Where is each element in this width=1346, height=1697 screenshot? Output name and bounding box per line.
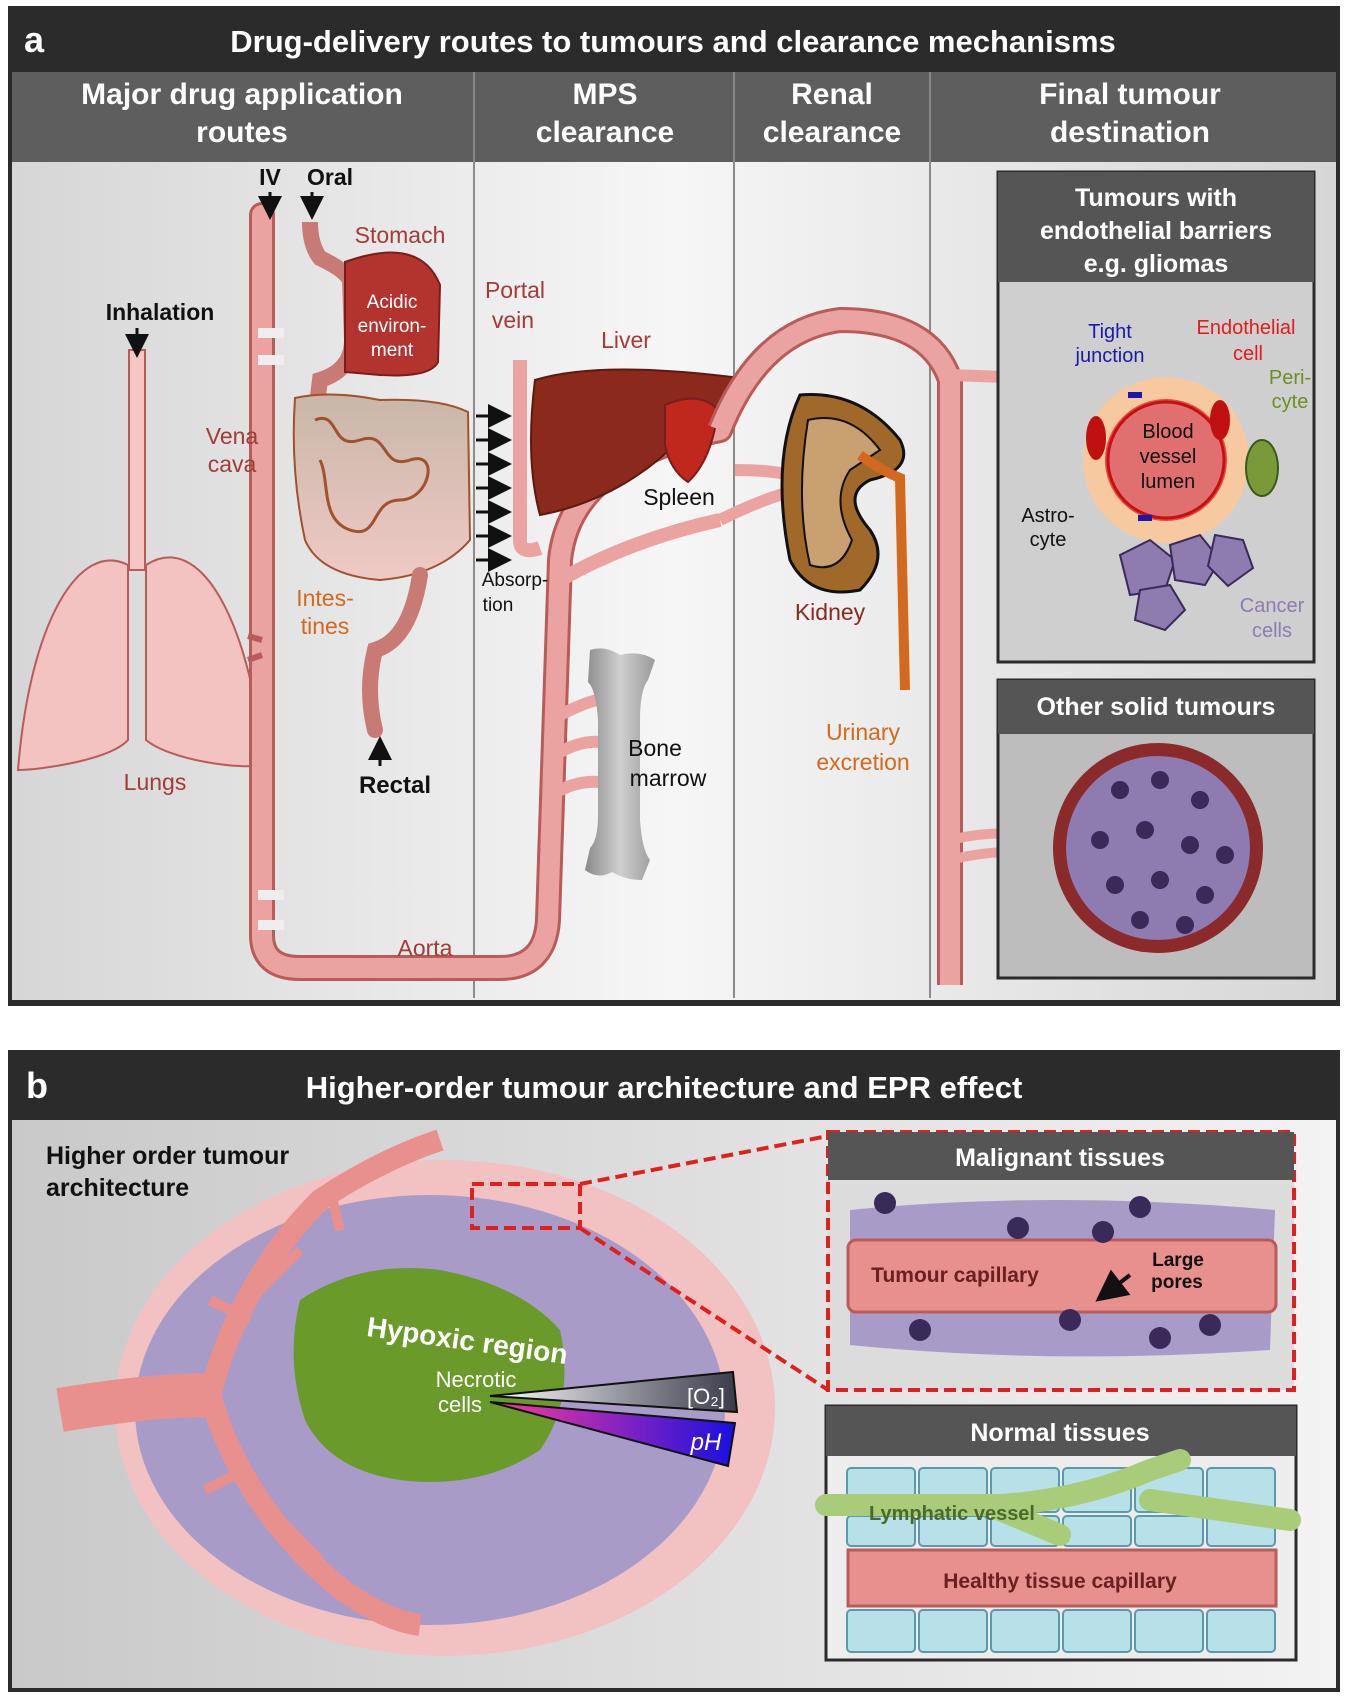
label-portal-2: vein: [492, 307, 534, 333]
label-endo-1: Endothelial: [1197, 317, 1296, 339]
label-acidic-2: environ-: [358, 316, 427, 337]
route-inhalation: Inhalation: [106, 299, 215, 325]
route-rectal: Rectal: [359, 772, 431, 799]
ph-gradient-wedge: [489, 1401, 737, 1468]
label-o2: [O₂]: [687, 1384, 725, 1409]
header-mps-2: clearance: [536, 116, 674, 149]
panel-a-title: Drug-delivery routes to tumours and clea…: [230, 24, 1116, 59]
portal-vein-vessel: [513, 360, 543, 558]
label-lungs: Lungs: [124, 769, 187, 795]
label-liver: Liver: [601, 327, 651, 353]
label-pores-1: Large: [1152, 1250, 1204, 1271]
normal-tissues-box: [815, 1404, 1301, 1662]
label-vena-2: cava: [208, 451, 257, 477]
panel-b-letter: b: [26, 1065, 48, 1106]
label-necrotic-2: cells: [438, 1392, 482, 1417]
label-endo-2: cell: [1233, 343, 1263, 365]
header-renal-2: clearance: [763, 116, 901, 149]
absorption-arrows: [476, 404, 512, 572]
label-absorption-1: Absorp-: [482, 570, 549, 591]
label-absorption-2: tion: [483, 595, 514, 616]
label-lumen-2: vessel: [1140, 446, 1197, 468]
label-urinary-1: Urinary: [826, 719, 901, 745]
other-tumours-title: Other solid tumours: [1037, 693, 1276, 721]
panel-a: a Drug-delivery routes to tumours and cl…: [8, 6, 1340, 1006]
route-oral: Oral: [307, 164, 353, 190]
zoom-marquee: [470, 1182, 582, 1230]
label-arch-1: Higher order tumour: [46, 1142, 289, 1170]
label-lymphatic: Lymphatic vessel: [869, 1503, 1035, 1525]
kidney-illustration: [780, 393, 910, 691]
label-tumour-capillary: Tumour capillary: [871, 1264, 1039, 1287]
label-pores-2: pores: [1151, 1272, 1203, 1293]
label-cancer-1: Cancer: [1240, 595, 1305, 617]
tumour-mass-illustration: [56, 1129, 775, 1656]
label-ph: pH: [690, 1429, 722, 1456]
label-aorta: Aorta: [398, 935, 453, 961]
lungs-illustration: [16, 349, 266, 772]
label-lumen-1: Blood: [1142, 421, 1193, 443]
panel-a-letter: a: [24, 19, 45, 60]
label-spleen: Spleen: [643, 484, 715, 510]
header-routes-2: routes: [196, 116, 288, 149]
label-tight-2: junction: [1075, 345, 1145, 367]
label-bone-1: Bone: [628, 735, 682, 761]
hypoxic-region: [293, 1268, 565, 1482]
label-peri-1: Peri-: [1269, 367, 1311, 389]
label-astro-2: cyte: [1030, 529, 1067, 551]
digestive-tract: [292, 221, 472, 738]
liver-illustration: [530, 368, 742, 517]
header-renal-1: Renal: [791, 78, 873, 111]
o2-gradient-wedge: [489, 1370, 739, 1414]
zoom-line-bottom: [578, 1226, 830, 1392]
panel-b: b Higher-order tumour architecture and E…: [8, 1050, 1340, 1692]
other-tumours-box: [996, 678, 1316, 980]
malignant-title: Malignant tissues: [955, 1144, 1165, 1172]
barrier-title-2: endothelial barriers: [1040, 217, 1272, 245]
column-header-band: [12, 72, 1336, 162]
zoom-line-top: [579, 1134, 829, 1186]
header-final-1: Final tumour: [1039, 78, 1221, 111]
label-necrotic-1: Necrotic: [436, 1367, 517, 1392]
label-portal-1: Portal: [485, 277, 545, 303]
barrier-title-3: e.g. gliomas: [1084, 250, 1228, 278]
label-acidic-1: Acidic: [367, 292, 418, 313]
label-lumen-3: lumen: [1141, 471, 1195, 493]
barrier-title-1: Tumours with: [1075, 184, 1237, 212]
label-vena-1: Vena: [206, 423, 259, 449]
label-astro-1: Astro-: [1021, 505, 1074, 527]
header-routes-1: Major drug application: [81, 78, 403, 111]
label-intestines-1: Intes-: [296, 585, 354, 611]
tumour-barrier-box: [996, 170, 1316, 664]
label-tight-1: Tight: [1088, 321, 1132, 343]
normal-title: Normal tissues: [970, 1419, 1149, 1447]
label-peri-2: cyte: [1272, 391, 1309, 413]
label-bone-2: marrow: [630, 765, 707, 791]
column-headers: Major drug application routes MPS cleara…: [12, 72, 1336, 998]
label-cancer-2: cells: [1252, 620, 1292, 642]
mps-arteries: [548, 513, 722, 801]
panel-b-title: Higher-order tumour architecture and EPR…: [306, 1070, 1023, 1105]
route-iv: IV: [259, 164, 281, 190]
label-arch-2: architecture: [46, 1174, 189, 1202]
malignant-tissues-box: [826, 1130, 1296, 1392]
header-mps-1: MPS: [572, 78, 637, 111]
label-urinary-2: excretion: [816, 749, 909, 775]
label-healthy-capillary: Healthy tissue capillary: [943, 1570, 1177, 1593]
bone-marrow-illustration: [585, 648, 655, 880]
label-acidic-3: ment: [371, 340, 414, 361]
label-stomach: Stomach: [355, 222, 446, 248]
label-intestines-2: tines: [301, 613, 350, 639]
label-kidney: Kidney: [795, 599, 866, 625]
header-final-2: destination: [1050, 116, 1210, 149]
